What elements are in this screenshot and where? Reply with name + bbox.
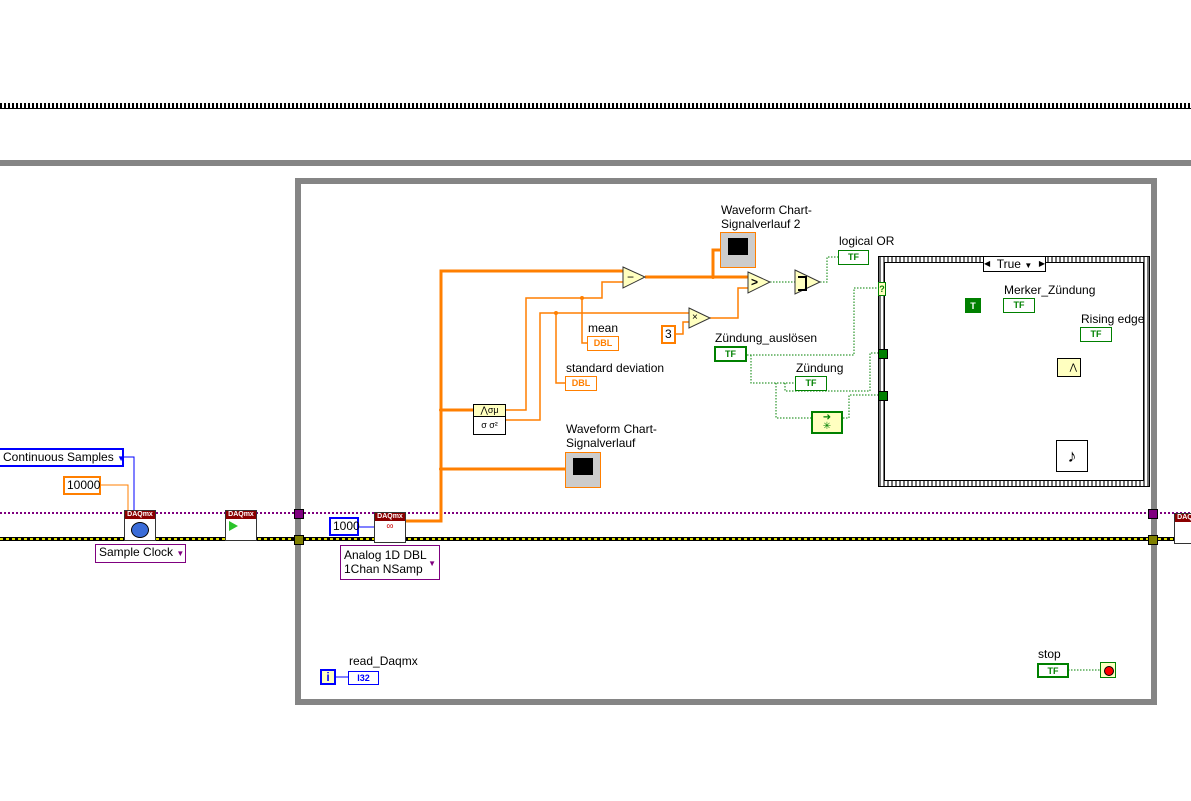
multiply-symbol: × bbox=[692, 312, 698, 323]
logical-or-indicator[interactable]: TF bbox=[838, 250, 869, 265]
or-symbol-icon bbox=[798, 276, 807, 291]
zuendung-ausloesen-label: Zündung_auslösen bbox=[715, 331, 818, 345]
multiplier-constant[interactable]: 3 bbox=[661, 325, 676, 344]
label-line: Signalverlauf bbox=[566, 436, 636, 450]
label-line: Waveform Chart- bbox=[566, 422, 657, 436]
daqmx-timing-node[interactable]: DAQmx bbox=[124, 510, 156, 541]
dropdown-arrow-icon: ▼ bbox=[428, 559, 436, 568]
case-selector[interactable]: ◀ True ▼ ▶ bbox=[983, 256, 1046, 272]
logical-or-label: logical OR bbox=[839, 234, 895, 248]
stop-label: stop bbox=[1038, 647, 1061, 661]
daqmx-start-node[interactable]: DAQmx bbox=[225, 510, 257, 541]
case-structure[interactable] bbox=[878, 256, 1150, 487]
stats-top: ⋀σμ bbox=[474, 405, 505, 417]
structure-border bbox=[0, 160, 1191, 166]
glasses-icon: ∞ bbox=[386, 521, 394, 532]
beep-icon[interactable]: ♪ bbox=[1056, 440, 1088, 472]
multiply-node bbox=[688, 307, 712, 329]
dropdown-arrow-icon: ▼ bbox=[1024, 261, 1033, 270]
chart-icon bbox=[573, 458, 593, 475]
iteration-terminal: i bbox=[320, 669, 336, 685]
label-line: Waveform Chart- bbox=[721, 203, 812, 217]
timing-type-value: Sample Clock bbox=[99, 545, 174, 559]
merker-indicator[interactable]: TF bbox=[1003, 298, 1035, 313]
waveform-chart-2-terminal[interactable] bbox=[720, 232, 756, 268]
read-type-line2: 1Chan NSamp bbox=[344, 562, 423, 576]
error-tunnel-left bbox=[294, 535, 304, 545]
boolean-crossing-node[interactable]: ⋀ bbox=[1057, 358, 1081, 377]
rising-edge-label: Rising edge bbox=[1081, 312, 1145, 326]
clock-icon bbox=[131, 522, 149, 538]
dropdown-arrow-icon: ▼ bbox=[176, 549, 185, 558]
std-label: standard deviation bbox=[566, 361, 665, 375]
daqmx-header: DAQmx bbox=[125, 511, 155, 519]
decrement-icon[interactable]: ◀ bbox=[984, 259, 991, 268]
daqmx-header: DAQmx bbox=[226, 511, 256, 519]
flat-sequence-border bbox=[0, 103, 1191, 109]
task-tunnel-right bbox=[1148, 509, 1158, 519]
greater-node bbox=[747, 271, 772, 294]
merker-label: Merker_Zündung bbox=[1004, 283, 1096, 297]
waveform-chart-terminal[interactable] bbox=[565, 452, 601, 488]
zuendung-label: Zündung bbox=[796, 361, 844, 375]
rising-edge-indicator[interactable]: TF bbox=[1080, 327, 1112, 342]
daqmx-clear-node[interactable]: DAQmx bbox=[1174, 513, 1191, 544]
chart1-label: Waveform Chart-Signalverlauf bbox=[566, 422, 657, 450]
zuendung-ausloesen-control[interactable]: TF bbox=[714, 346, 747, 362]
stop-control[interactable]: TF bbox=[1037, 663, 1069, 678]
mean-indicator[interactable]: DBL bbox=[587, 336, 619, 351]
asterisk-icon: ✳ bbox=[822, 421, 832, 432]
while-loop[interactable] bbox=[295, 178, 1157, 705]
error-tunnel-right bbox=[1148, 535, 1158, 545]
bool-tunnel bbox=[878, 349, 888, 359]
true-constant[interactable]: T bbox=[965, 298, 981, 313]
arrow-right-icon: ➜ bbox=[822, 412, 832, 423]
daqmx-header: DAQmx bbox=[1175, 514, 1191, 522]
read-daqmx-indicator[interactable]: I32 bbox=[348, 671, 379, 685]
timing-type-ring[interactable]: Sample Clock ▼ bbox=[95, 544, 186, 563]
task-tunnel-left bbox=[294, 509, 304, 519]
case-selector-terminal: ? bbox=[878, 282, 886, 296]
stats-bottom: σ σ² bbox=[481, 420, 498, 430]
zuendung-indicator[interactable]: TF bbox=[795, 376, 827, 391]
chart-icon bbox=[728, 238, 748, 255]
label-line: Signalverlauf 2 bbox=[721, 217, 801, 231]
read-daqmx-label: read_Daqmx bbox=[349, 654, 418, 668]
rate-constant[interactable]: 10000 bbox=[63, 476, 101, 495]
loop-condition-stop-icon[interactable] bbox=[1100, 662, 1116, 678]
increment-icon[interactable]: ▶ bbox=[1038, 259, 1045, 268]
chart2-label: Waveform Chart-Signalverlauf 2 bbox=[721, 203, 812, 231]
daqmx-read-node[interactable]: DAQmx∞ bbox=[374, 512, 406, 543]
mean-label: mean bbox=[588, 321, 619, 335]
dropdown-arrow-icon: ▼ bbox=[117, 454, 125, 463]
samples-constant[interactable]: 1000 bbox=[329, 517, 360, 536]
subtract-symbol: − bbox=[627, 270, 635, 284]
sample-mode-ring[interactable]: Continuous Samples ▼ bbox=[0, 448, 125, 467]
play-icon bbox=[229, 521, 238, 531]
subtract-node bbox=[622, 266, 647, 289]
daqmx-header: DAQmx bbox=[375, 513, 405, 521]
std-indicator[interactable]: DBL bbox=[565, 376, 597, 391]
bool-tunnel bbox=[878, 391, 888, 401]
statistics-node[interactable]: ⋀σμ σ σ² bbox=[473, 404, 506, 435]
read-type-line1: Analog 1D DBL bbox=[344, 548, 427, 562]
case-selector-value: True bbox=[996, 257, 1021, 271]
greater-symbol: > bbox=[751, 275, 759, 289]
feedback-node[interactable]: ➜✳ bbox=[811, 411, 843, 434]
sample-mode-value: Continuous Samples bbox=[3, 450, 114, 464]
